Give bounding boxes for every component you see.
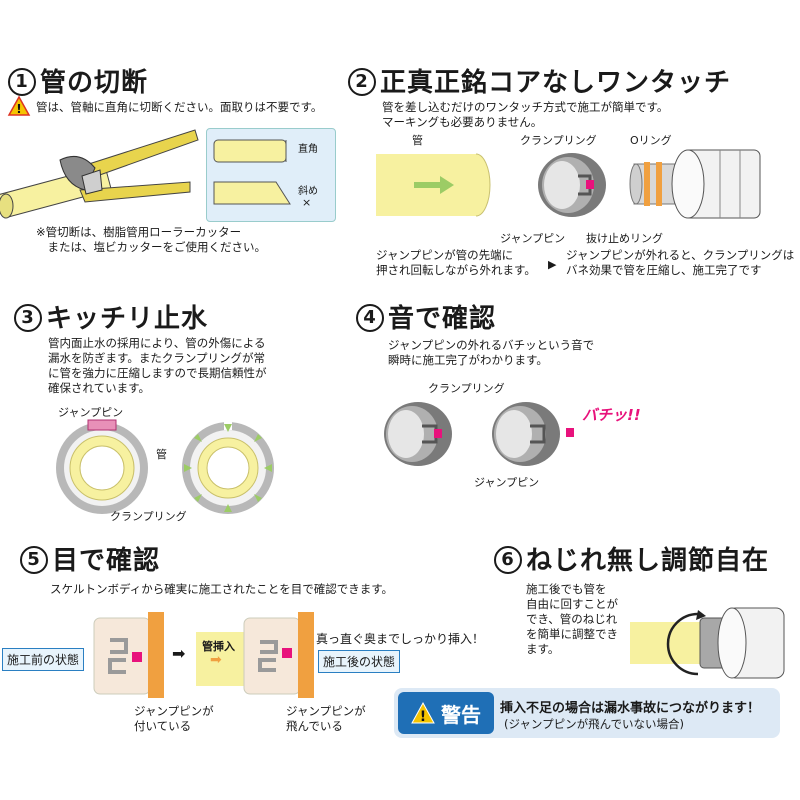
state-before-label: 施工前の状態: [2, 648, 85, 671]
rotation-fitting-illustration: [630, 607, 785, 679]
label-pipe-s3: 管: [156, 448, 167, 461]
skeleton-body-after: [243, 612, 314, 698]
skeleton-body-before: [93, 612, 164, 698]
section-6-title-text: ねじれ無し調節自在: [526, 546, 770, 576]
warning-header-text: 警告: [441, 702, 481, 727]
warning-triangle-icon: !: [411, 701, 435, 725]
label-slant: 斜め: [298, 186, 318, 197]
label-ng-mark: ×: [302, 196, 312, 209]
section-2-number: 2: [348, 68, 376, 96]
section-5-number: 5: [20, 546, 48, 574]
state-after-label: 施工後の状態: [318, 650, 401, 673]
section-2-description: 管を差し込むだけのワンタッチ方式で施工が簡単です。 マーキングも必要ありません。: [382, 100, 669, 129]
section-1-warning-text: 管は、管軸に直角に切断ください。面取りは不要です。: [36, 100, 323, 114]
section-4-title-text: 音で確認: [388, 304, 497, 334]
instruction-text: 真っ直ぐ奥までしっかり挿入！: [316, 632, 485, 646]
section-3-number: 3: [14, 304, 42, 332]
label-jump-pin-s4: ジャンプピン: [474, 476, 540, 489]
section-2-title-text: 正真正銘コアなしワンタッチ: [380, 68, 732, 98]
label-pin-attached: ジャンプピンが 付いている: [134, 704, 214, 733]
section-6-description: 施工後でも管を 自由に回すことが でき、管のねじれ を簡単に調整でき ます。: [526, 582, 618, 656]
warning-icon: !: [7, 95, 31, 116]
clamp-ring-after-sound: [492, 402, 574, 466]
sealing-before-illustration: [56, 419, 148, 514]
clamp-ring-before-sound: [384, 402, 452, 466]
sealing-after-illustration: [182, 420, 274, 514]
section-1-number: 1: [8, 68, 36, 96]
warning-main-text: 挿入不足の場合は漏水事故につながります！: [500, 701, 761, 716]
section-3-description: 管内面止水の採用により、管の外傷による 漏水を防ぎます。またクランプリングが常 …: [48, 336, 267, 395]
warning-header: ! 警告: [398, 692, 494, 734]
label-insert: 管挿入: [202, 640, 235, 653]
section-5-description: スケルトンボディから確実に施工されたことを目で確認できます。: [50, 582, 394, 596]
section-4-number: 4: [356, 304, 384, 332]
arrow-right-icon: ▶: [548, 258, 557, 271]
sound-effect-text: バチッ!!: [582, 406, 641, 424]
label-jump-pin-s3: ジャンプピン: [58, 406, 124, 419]
pipe-insert-illustration: [376, 153, 491, 217]
section-2-note-right: ジャンプピンが外れると、クランプリングは バネ効果で管を圧縮し、施工完了です: [566, 248, 795, 277]
label-clamp-ring-s3: クランプリング: [110, 510, 187, 523]
label-clamp-ring-s4: クランプリング: [428, 382, 505, 395]
section-1-title-text: 管の切断: [40, 68, 149, 98]
label-pin-flown: ジャンプピンが 飛んでいる: [286, 704, 366, 733]
section-5-title-text: 目で確認: [52, 546, 161, 576]
label-jump-pin: ジャンプピン: [500, 232, 566, 245]
clamp-ring-illustration: [538, 153, 606, 217]
section-4-description: ジャンプピンの外れるバチッという音で 瞬時に施工完了がわかります。: [388, 338, 595, 367]
section-1-note: ※管切断は、樹脂管用ローラーカッター または、塩ビカッターをご使用ください。: [36, 225, 266, 254]
svg-text:!: !: [16, 102, 21, 116]
label-right-angle: 直角: [298, 144, 318, 155]
label-retaining-ring: 抜け止めリング: [586, 232, 663, 245]
arrow-insert-icon: ➡: [210, 652, 222, 668]
pipe-slant-cut: [213, 181, 291, 205]
label-clamp-ring: クランプリング: [520, 134, 597, 147]
svg-text:!: !: [420, 709, 426, 725]
pipe-cutter-illustration: [0, 129, 199, 219]
label-o-ring: Oリング: [630, 134, 672, 147]
section-3-title-text: キッチリ止水: [46, 304, 209, 334]
section-2-note-left: ジャンプピンが管の先端に 押され回転しながら外れます。: [376, 248, 536, 277]
arrow-right-black-icon: ➡: [172, 644, 186, 663]
label-pipe: 管: [412, 134, 423, 147]
fitting-with-o-ring-illustration: [629, 149, 761, 219]
pipe-straight-cut: [213, 139, 287, 163]
warning-sub-text: (ジャンプピンが飛んでいない場合): [504, 717, 684, 731]
section-6-number: 6: [494, 546, 522, 574]
